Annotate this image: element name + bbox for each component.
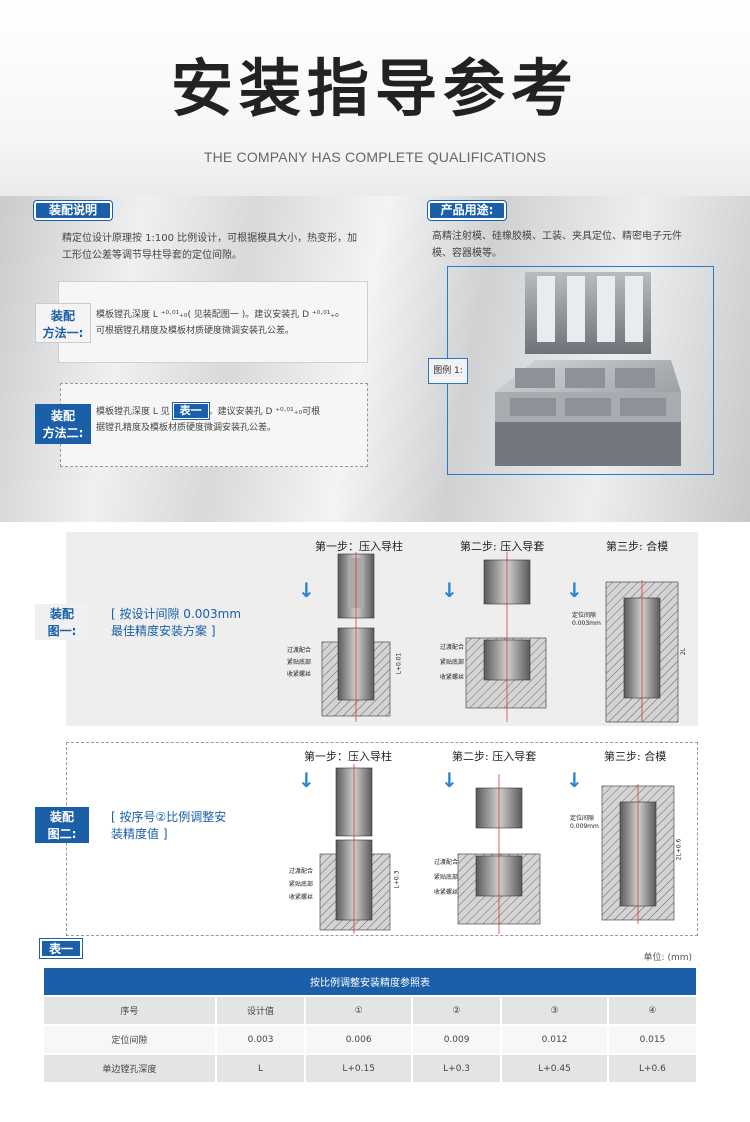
method-one-text: 模板镗孔深度 L ⁺⁰·⁰¹₊₀( 见装配图一 )。建议安装孔 D ⁺⁰·⁰¹₊… <box>96 310 339 336</box>
diagram-one-step-three: 第三步: 合模 <box>606 540 669 553</box>
down-arrow-icon: ↓ <box>566 578 583 602</box>
table-cell: 0.003 <box>214 1024 307 1055</box>
diagram-one-drawing <box>321 552 679 723</box>
page-subtitle: THE COMPANY HAS COMPLETE QUALIFICATIONS <box>203 149 547 165</box>
precision-reference-table: 按比例调整安装精度参照表 序号 设计值 ① ② ③ ④ 定位间隙 0.003 0… <box>42 966 699 1084</box>
diagram-two-drawing <box>319 764 675 934</box>
down-arrow-icon: ↓ <box>298 578 315 602</box>
diagram-two-step-three: 第三步: 合模 <box>604 750 667 763</box>
method-one-label: 装配方法一: <box>35 303 91 343</box>
diagram-two-step-two: 第二步: 压入导套 <box>452 750 537 763</box>
assembly-tag: 装配说明 <box>34 201 112 220</box>
diagram-one-callouts-b: 过渡配合紧贴底部收紧螺丝 <box>440 644 465 681</box>
table-unit: 单位: (mm) <box>643 953 692 963</box>
diagram-one-dimension: L+0.01 <box>395 652 403 675</box>
table-cell: 0.015 <box>606 1024 699 1055</box>
diagram-two-dimension-2l: 2L+0.6 <box>675 838 683 861</box>
table-caption: 按比例调整安装精度参照表 <box>42 966 698 997</box>
assembly-info-section: 装配说明 精定位设计原理按 1:100 比例设计，可根据模具大小，热变形，加 工… <box>0 196 750 522</box>
table-header-row: 序号 设计值 ① ② ③ ④ <box>42 995 699 1026</box>
table-one-tag: 表一 <box>40 939 82 958</box>
diagram-two-label: 装配图二: <box>35 807 89 843</box>
table-cell: L+0.6 <box>606 1053 699 1084</box>
diagram-two-callouts-b: 过渡配合紧贴底部收紧螺丝 <box>434 859 459 896</box>
method-two-box <box>60 383 368 467</box>
table-row: 定位间隙 0.003 0.006 0.009 0.012 0.015 <box>42 1024 699 1055</box>
table-one-reference[interactable]: 表一 <box>172 403 209 419</box>
table-cell: 0.006 <box>304 1024 414 1055</box>
usage-description: 高精注射模、硅橡胶模、工装、夹具定位、精密电子元件 模、容器模等。 <box>432 231 682 259</box>
table-cell: L+0.45 <box>500 1053 609 1084</box>
method-two-text: 模板镗孔深度 L 见 表一。建议安装孔 D ⁺⁰·⁰¹₊₀可根 据镗孔精度及模板… <box>96 403 321 433</box>
table-cell: L+0.3 <box>411 1053 503 1084</box>
down-arrow-icon: ↓ <box>566 768 583 792</box>
table-cell: 单边镗孔深度 <box>42 1053 217 1084</box>
diagram-one-label: 装配图一: <box>35 604 89 640</box>
table-caption-row: 按比例调整安装精度参照表 <box>42 966 698 997</box>
table-cell: 0.009 <box>411 1024 503 1055</box>
page-title: 安装指导参考 <box>170 52 579 125</box>
table-cell: 0.012 <box>500 1024 609 1055</box>
diagram-two-step-one: 第一步：压入导柱 <box>304 750 392 763</box>
method-two-label: 装配方法二: <box>35 404 91 444</box>
mold-product-image <box>495 272 681 466</box>
table-header-cell: ④ <box>606 995 699 1026</box>
method-one-box <box>58 281 368 363</box>
table-header-cell: 设计值 <box>214 995 307 1026</box>
down-arrow-icon: ↓ <box>441 578 458 602</box>
table-cell: 定位间隙 <box>42 1024 217 1055</box>
figure-label: 图例 1: <box>428 358 468 384</box>
table-cell: L+0.15 <box>304 1053 414 1084</box>
diagram-two-callouts-a: 过渡配合紧贴底部收紧螺丝 <box>289 868 314 901</box>
table-header-cell: 序号 <box>42 995 217 1026</box>
down-arrow-icon: ↓ <box>441 768 458 792</box>
diagram-one-dimension-2l: 2L <box>680 647 688 656</box>
diagram-one-callouts-a: 过渡配合紧贴底部收紧螺丝 <box>287 647 312 678</box>
diagram-one-step-two: 第二步: 压入导套 <box>460 540 545 553</box>
table-header-cell: ① <box>304 995 414 1026</box>
diagram-two-dimension: L+0.3 <box>393 870 401 889</box>
table-header-cell: ③ <box>500 995 609 1026</box>
assembly-description: 精定位设计原理按 1:100 比例设计，可根据模具大小，热变形，加 工形位公差等… <box>62 233 358 261</box>
diagram-two-description: [ 按序号②比例调整安装精度值 ] <box>111 810 227 841</box>
table-row: 单边镗孔深度 L L+0.15 L+0.3 L+0.45 L+0.6 <box>42 1053 699 1084</box>
diagram-one-step-one: 第一步：压入导柱 <box>315 540 403 553</box>
usage-tag: 产品用途: <box>428 201 506 220</box>
table-cell: L <box>214 1053 307 1084</box>
table-header-cell: ② <box>411 995 503 1026</box>
page-header: 安装指导参考 THE COMPANY HAS COMPLETE QUALIFIC… <box>0 0 750 196</box>
down-arrow-icon: ↓ <box>298 768 315 792</box>
